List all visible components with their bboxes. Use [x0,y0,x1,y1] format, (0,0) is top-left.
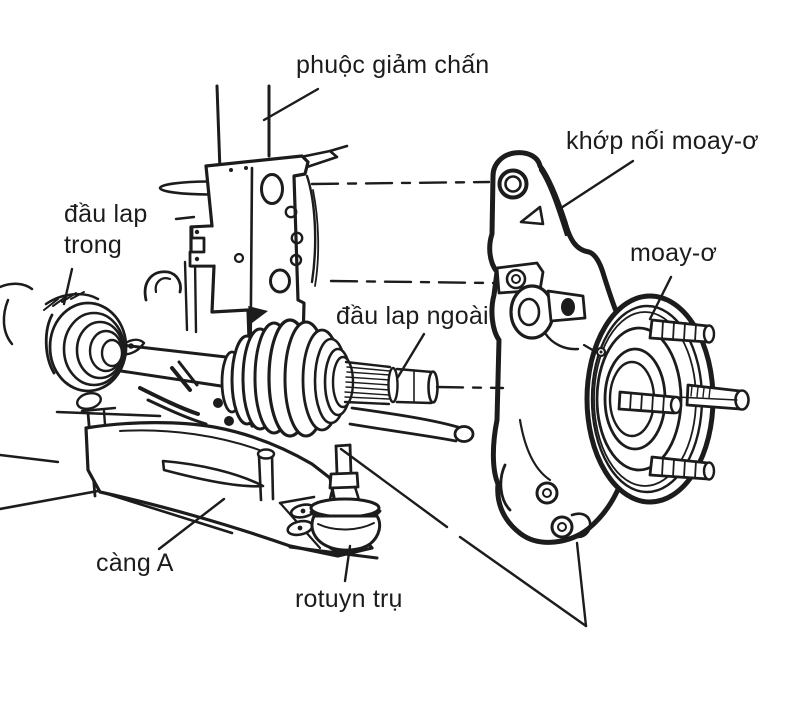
leader-outer-cv [396,332,426,379]
leader-lines [62,87,673,628]
label-hub: moay-ơ [630,239,718,267]
inner-cv-joint-drawing [44,301,228,393]
leader-assembly-c [575,541,588,628]
label-shock-absorber: phuộc giảm chấn [296,51,490,79]
tie-rod-drawing [348,406,475,443]
leader-inner-cv [62,267,74,306]
label-inner-cv-joint: đầu lap trong [64,200,148,259]
hub-drawing [584,293,750,505]
leader-shock-absorber [262,87,320,122]
label-knuckle-joint: khớp nối moay-ơ [566,127,759,155]
leader-control-arm [157,497,226,551]
leader-assembly-a [339,447,449,529]
label-ball-joint: rotuyn trụ [295,585,403,613]
alignment-centerlines [310,180,505,390]
ball-joint-drawing [309,443,382,554]
leader-ball-joint [343,544,352,583]
label-outer-cv-joint: đầu lap ngoài [336,302,489,330]
leader-assembly-b [458,535,588,628]
leader-hub [648,275,673,321]
label-control-arm: càng A [96,549,174,577]
control-arm-drawing [84,421,379,560]
outer-cv-joint-drawing [220,318,439,438]
leader-knuckle-joint [559,159,635,210]
